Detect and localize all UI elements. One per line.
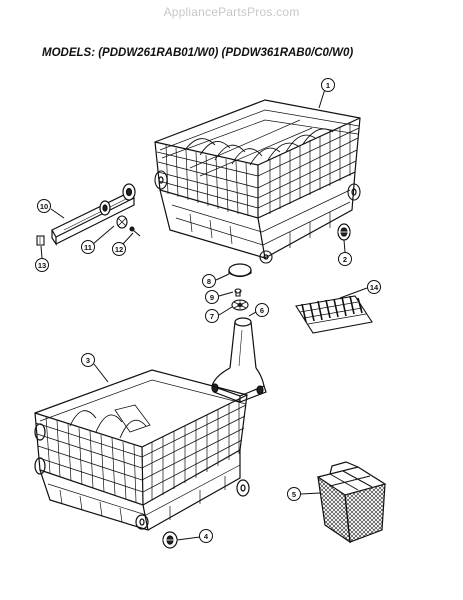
svg-text:14: 14	[370, 283, 379, 292]
svg-text:9: 9	[210, 293, 214, 302]
hub-screw	[234, 288, 242, 297]
svg-text:5: 5	[292, 490, 296, 499]
callout-1: 1	[318, 78, 335, 109]
rail-end-cap	[36, 235, 45, 246]
svg-text:4: 4	[204, 532, 209, 541]
cup-shelf	[295, 295, 373, 334]
callout-8: 8	[202, 273, 230, 288]
callout-13: 13	[35, 245, 49, 272]
lower-rack	[34, 369, 250, 531]
callout-3: 3	[81, 353, 109, 383]
callout-6: 6	[248, 303, 269, 317]
svg-text:1: 1	[326, 81, 330, 90]
svg-text:2: 2	[343, 255, 347, 264]
svg-text:10: 10	[40, 202, 48, 211]
rack-rail-assembly	[51, 183, 136, 246]
rail-screw	[129, 226, 141, 237]
callout-12: 12	[112, 232, 134, 256]
callout-4: 4	[176, 529, 213, 543]
svg-text:3: 3	[86, 356, 90, 365]
callout-7: 7	[205, 306, 233, 323]
svg-text:8: 8	[207, 277, 211, 286]
svg-text:13: 13	[38, 261, 46, 270]
spray-tower	[211, 317, 267, 403]
hub-cap	[228, 263, 252, 278]
silverware-basket	[316, 461, 387, 544]
callout-5: 5	[287, 487, 321, 501]
callout-11: 11	[81, 225, 115, 254]
svg-text:11: 11	[84, 243, 92, 252]
callout-9: 9	[205, 290, 234, 304]
callout-2: 2	[338, 239, 352, 266]
rail-roller	[116, 215, 128, 229]
svg-text:12: 12	[115, 245, 123, 254]
svg-text:6: 6	[260, 306, 264, 315]
svg-text:7: 7	[210, 312, 214, 321]
watermark: AppliancePartsPros.com	[163, 5, 300, 19]
hub-nut	[231, 299, 249, 311]
callout-14: 14	[339, 280, 381, 299]
upper-rack	[154, 99, 361, 264]
models-label: MODELS: (PDDW261RAB01/W0) (PDDW361RAB0/C…	[42, 47, 354, 59]
callout-10: 10	[37, 199, 65, 219]
rack-wheel	[337, 223, 351, 241]
lower-rack-wheel	[162, 531, 178, 549]
